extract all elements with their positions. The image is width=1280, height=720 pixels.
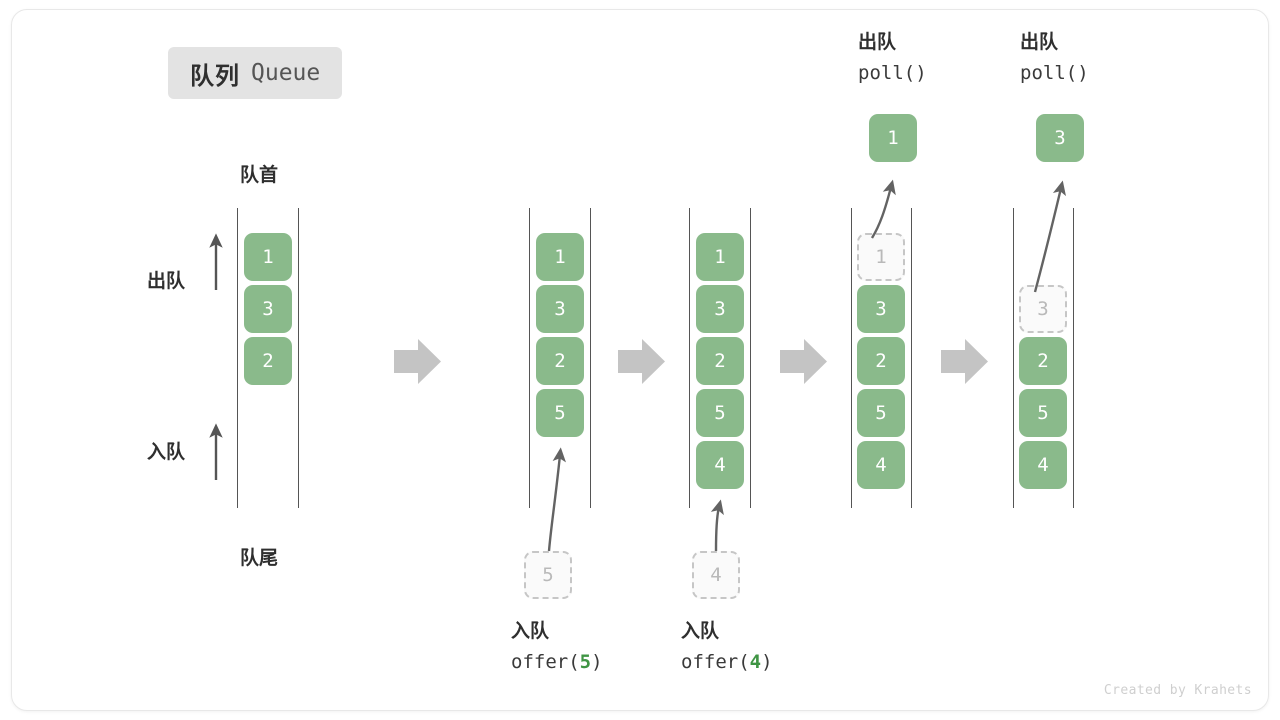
code-suffix: ) — [1077, 62, 1089, 84]
code-arg: 4 — [749, 651, 762, 673]
queue-rail-left — [689, 208, 690, 508]
queue-item: 5 — [696, 389, 744, 437]
queue-item: 1 — [244, 233, 292, 281]
queue-rail-left — [237, 208, 238, 508]
operation-caption-cn: 出队 — [1020, 32, 1059, 53]
code-suffix: ) — [915, 62, 927, 84]
queue-rail-right — [911, 208, 912, 508]
operation-caption-poll-3: 出队 poll() — [1020, 33, 1089, 83]
queue-rail-right — [298, 208, 299, 508]
queue-item: 2 — [1019, 337, 1067, 385]
queue-item: 2 — [536, 337, 584, 385]
code-suffix: ) — [761, 651, 773, 673]
operation-caption-cn: 入队 — [681, 621, 720, 642]
operation-caption-code: poll() — [1020, 64, 1089, 83]
queue-rail-right — [750, 208, 751, 508]
queue-item: 5 — [857, 389, 905, 437]
queue-item: 3 — [857, 285, 905, 333]
operation-caption-code: offer(5) — [511, 653, 603, 672]
queue-item: 2 — [696, 337, 744, 385]
queue-rail-right — [1073, 208, 1074, 508]
queue-item: 3 — [536, 285, 584, 333]
queue-rail-left — [1013, 208, 1014, 508]
code-suffix: ) — [591, 651, 603, 673]
enqueue-direction-label: 入队 — [147, 442, 186, 463]
queue-item: 4 — [1019, 441, 1067, 489]
queue-item-ghost: 5 — [524, 551, 572, 599]
queue-item-ghost: 1 — [857, 233, 905, 281]
code-prefix: offer( — [511, 651, 580, 673]
popped-item: 1 — [869, 114, 917, 162]
queue-item: 1 — [536, 233, 584, 281]
operation-caption-cn: 入队 — [511, 621, 550, 642]
queue-rail-right — [590, 208, 591, 508]
queue-item: 4 — [857, 441, 905, 489]
queue-rail-left — [851, 208, 852, 508]
queue-item: 1 — [696, 233, 744, 281]
operation-caption-offer-4: 入队 offer(4) — [681, 622, 773, 672]
queue-item: 3 — [244, 285, 292, 333]
title-label-cn: 队列 — [190, 62, 240, 90]
queue-item: 3 — [696, 285, 744, 333]
queue-item-new: 5 — [536, 389, 584, 437]
queue-item-ghost: 4 — [692, 551, 740, 599]
dequeue-direction-label: 出队 — [147, 271, 186, 292]
queue-item-new: 4 — [696, 441, 744, 489]
code-arg: 5 — [579, 651, 592, 673]
operation-caption-poll-1: 出队 poll() — [858, 33, 927, 83]
popped-item: 3 — [1036, 114, 1084, 162]
credit-label: Created by Krahets — [1103, 683, 1252, 698]
operation-caption-offer-5: 入队 offer(5) — [511, 622, 603, 672]
diagram-card — [11, 9, 1269, 711]
code-prefix: poll( — [858, 62, 916, 84]
queue-head-label: 队首 — [240, 165, 279, 186]
operation-caption-code: offer(4) — [681, 653, 773, 672]
queue-tail-label: 队尾 — [240, 548, 279, 569]
queue-item-ghost: 3 — [1019, 285, 1067, 333]
code-prefix: poll( — [1020, 62, 1078, 84]
queue-item: 2 — [857, 337, 905, 385]
title-label-en: Queue — [251, 60, 321, 86]
operation-caption-code: poll() — [858, 64, 927, 83]
queue-item: 2 — [244, 337, 292, 385]
code-prefix: offer( — [681, 651, 750, 673]
operation-caption-cn: 出队 — [858, 32, 897, 53]
diagram-title-badge: 队列 Queue — [168, 47, 343, 99]
queue-item: 5 — [1019, 389, 1067, 437]
queue-rail-left — [529, 208, 530, 508]
